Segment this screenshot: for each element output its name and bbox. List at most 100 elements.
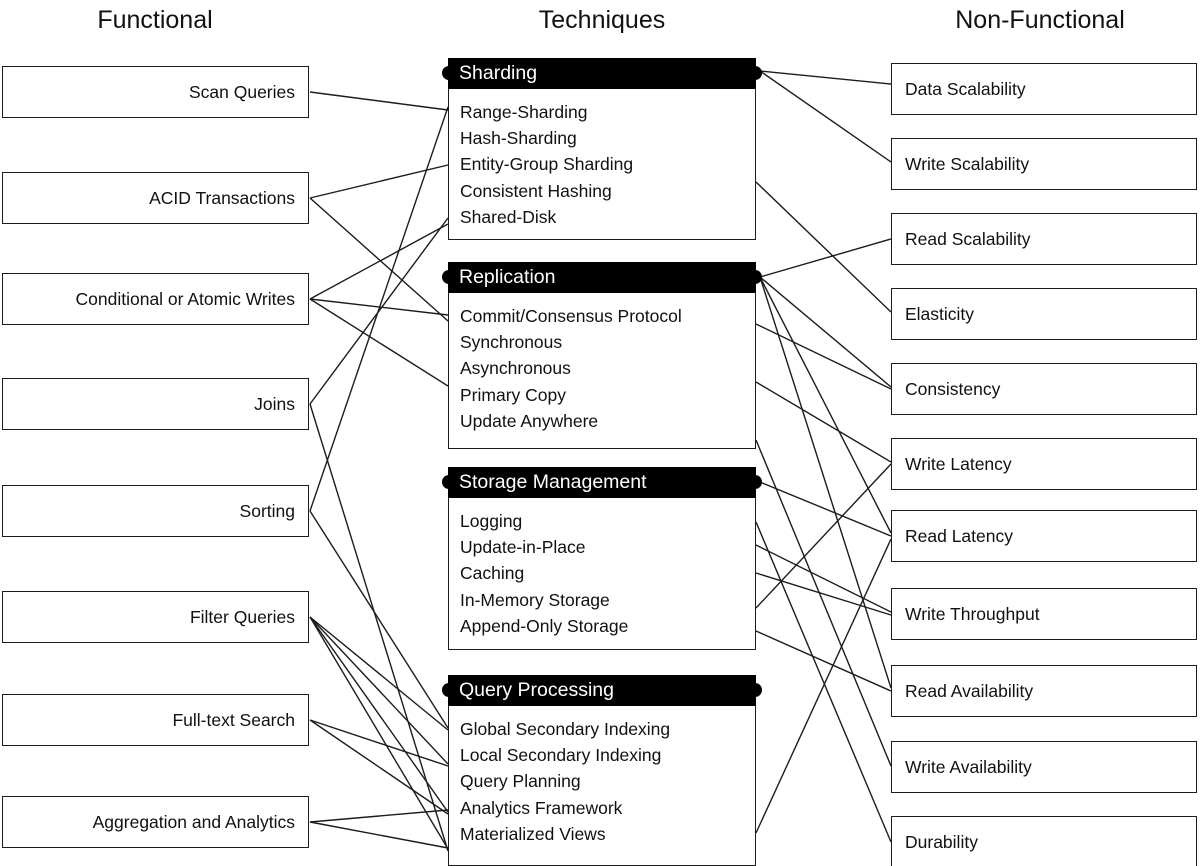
column-title-non-functional: Non-Functional [955, 6, 1125, 34]
connector-filter-queries-to-query-processing [309, 616, 449, 850]
box-label: Filter Queries [189, 606, 295, 627]
connector-scan-queries-to-sharding [309, 91, 449, 111]
box-label: Read Scalability [905, 228, 1031, 249]
connector-sharding-to-elasticity [755, 181, 892, 313]
connector-sharding-to-data-scalability [759, 70, 892, 85]
connector-filter-queries-to-query-processing [309, 616, 449, 731]
box-label: Read Availability [905, 680, 1034, 701]
connector-replication-to-consistency [755, 323, 892, 390]
technique-item-caching: Caching [460, 563, 525, 584]
box-label: Read Latency [905, 525, 1013, 546]
connector-filter-queries-to-query-processing [309, 616, 449, 765]
connector-aggregation-and-analytics-to-query-processing [309, 809, 449, 823]
connector-full-text-search-to-query-processing [309, 719, 449, 767]
connector-replication-to-read-availability [759, 276, 892, 689]
box-label: Scan Queries [188, 81, 295, 102]
technique-group-header: Replication [448, 262, 756, 293]
technique-group-header: Storage Management [448, 467, 756, 498]
technique-item-shared-disk: Shared-Disk [460, 206, 557, 227]
technique-item-commit-consensus-protocol: Commit/Consensus Protocol [460, 306, 682, 326]
connector-joins-to-query-processing [309, 403, 449, 852]
functional-box-sorting: Sorting [2, 485, 309, 537]
connector-replication-to-write-availability [755, 439, 892, 767]
technique-item-append-only-storage: Append-Only Storage [460, 615, 629, 636]
connector-storage-management-to-read-latency [759, 481, 892, 537]
connector-full-text-search-to-query-processing [309, 719, 449, 815]
box-label: Write Latency [905, 453, 1012, 474]
column-title-techniques: Techniques [538, 6, 666, 34]
technique-item-local-secondary-indexing: Local Secondary Indexing [460, 745, 662, 766]
connector-replication-to-read-latency [759, 276, 892, 534]
technique-item-hash-sharding: Hash-Sharding [460, 128, 577, 149]
connector-sorting-to-query-processing [309, 510, 449, 729]
box-label: Joins [254, 393, 295, 414]
technique-group-title: Replication [459, 266, 556, 288]
box-label: Consistency [905, 378, 1001, 399]
connector-acid-transactions-to-sharding [309, 164, 449, 199]
connector-storage-management-to-read-availability [755, 630, 892, 692]
connector-aggregation-and-analytics-to-query-processing [309, 821, 449, 849]
box-label: Write Availability [905, 756, 1032, 777]
box-label: Elasticity [905, 303, 975, 324]
box-label: Full-text Search [172, 709, 295, 730]
box-label: Durability [905, 831, 978, 852]
connector-replication-to-write-latency [755, 381, 892, 463]
non-functional-box-write-latency: Write Latency [891, 438, 1197, 490]
connector-conditional-or-atomic-writes-to-replication [309, 298, 449, 387]
box-label: Data Scalability [905, 78, 1026, 99]
functional-box-joins: Joins [2, 378, 309, 430]
technique-item-query-planning: Query Planning [460, 771, 581, 792]
column-title-functional: Functional [97, 6, 213, 34]
connector-storage-management-to-write-throughput [755, 544, 892, 613]
technique-group-header: Query Processing [448, 675, 756, 706]
box-label: Aggregation and Analytics [92, 811, 295, 832]
box-label: Write Throughput [905, 603, 1040, 624]
box-label: Conditional or Atomic Writes [75, 288, 296, 309]
technique-item-logging: Logging [460, 511, 523, 531]
technique-group-header: Sharding [448, 58, 756, 89]
connector-filter-queries-to-query-processing [309, 616, 449, 813]
connector-replication-to-consistency [759, 276, 892, 388]
connector-sorting-to-sharding [309, 106, 449, 512]
non-functional-box-elasticity: Elasticity [891, 288, 1197, 340]
functional-box-filter-queries: Filter Queries [2, 591, 309, 643]
non-functional-box-read-scalability: Read Scalability [891, 213, 1197, 265]
connector-replication-to-read-scalability [759, 238, 892, 278]
box-label: ACID Transactions [149, 187, 295, 208]
non-functional-box-read-availability: Read Availability [891, 665, 1197, 717]
connector-query-processing-to-read-latency [755, 538, 892, 834]
technique-item-global-secondary-indexing: Global Secondary Indexing [460, 719, 671, 739]
technique-item-in-memory-storage: In-Memory Storage [460, 589, 610, 610]
non-functional-box-durability: Durability [891, 816, 1197, 866]
functional-box-acid-transactions: ACID Transactions [2, 172, 309, 224]
technique-item-analytics-framework: Analytics Framework [460, 797, 623, 818]
connector-acid-transactions-to-replication [309, 197, 449, 322]
technique-item-consistent-hashing: Consistent Hashing [460, 180, 612, 201]
connector-storage-management-to-write-throughput [755, 572, 892, 616]
technique-item-update-anywhere: Update Anywhere [460, 410, 599, 431]
non-functional-box-write-throughput: Write Throughput [891, 588, 1197, 640]
connector-conditional-or-atomic-writes-to-sharding [309, 223, 449, 300]
non-functional-box-write-scalability: Write Scalability [891, 138, 1197, 190]
box-label: Write Scalability [905, 153, 1030, 174]
connector-conditional-or-atomic-writes-to-replication [309, 298, 449, 316]
connector-joins-to-sharding [309, 217, 449, 405]
connector-storage-management-to-write-latency [755, 463, 892, 609]
connector-sharding-to-write-scalability [759, 70, 892, 163]
technique-item-update-in-place: Update-in-Place [460, 537, 586, 558]
technique-item-entity-group-sharding: Entity-Group Sharding [460, 154, 634, 175]
functional-box-conditional-or-atomic-writes: Conditional or Atomic Writes [2, 273, 309, 325]
technique-group-title: Sharding [459, 62, 538, 84]
non-functional-box-consistency: Consistency [891, 363, 1197, 415]
technique-item-materialized-views: Materialized Views [460, 823, 606, 844]
non-functional-box-read-latency: Read Latency [891, 510, 1197, 562]
technique-item-asynchronous: Asynchronous [460, 358, 571, 379]
